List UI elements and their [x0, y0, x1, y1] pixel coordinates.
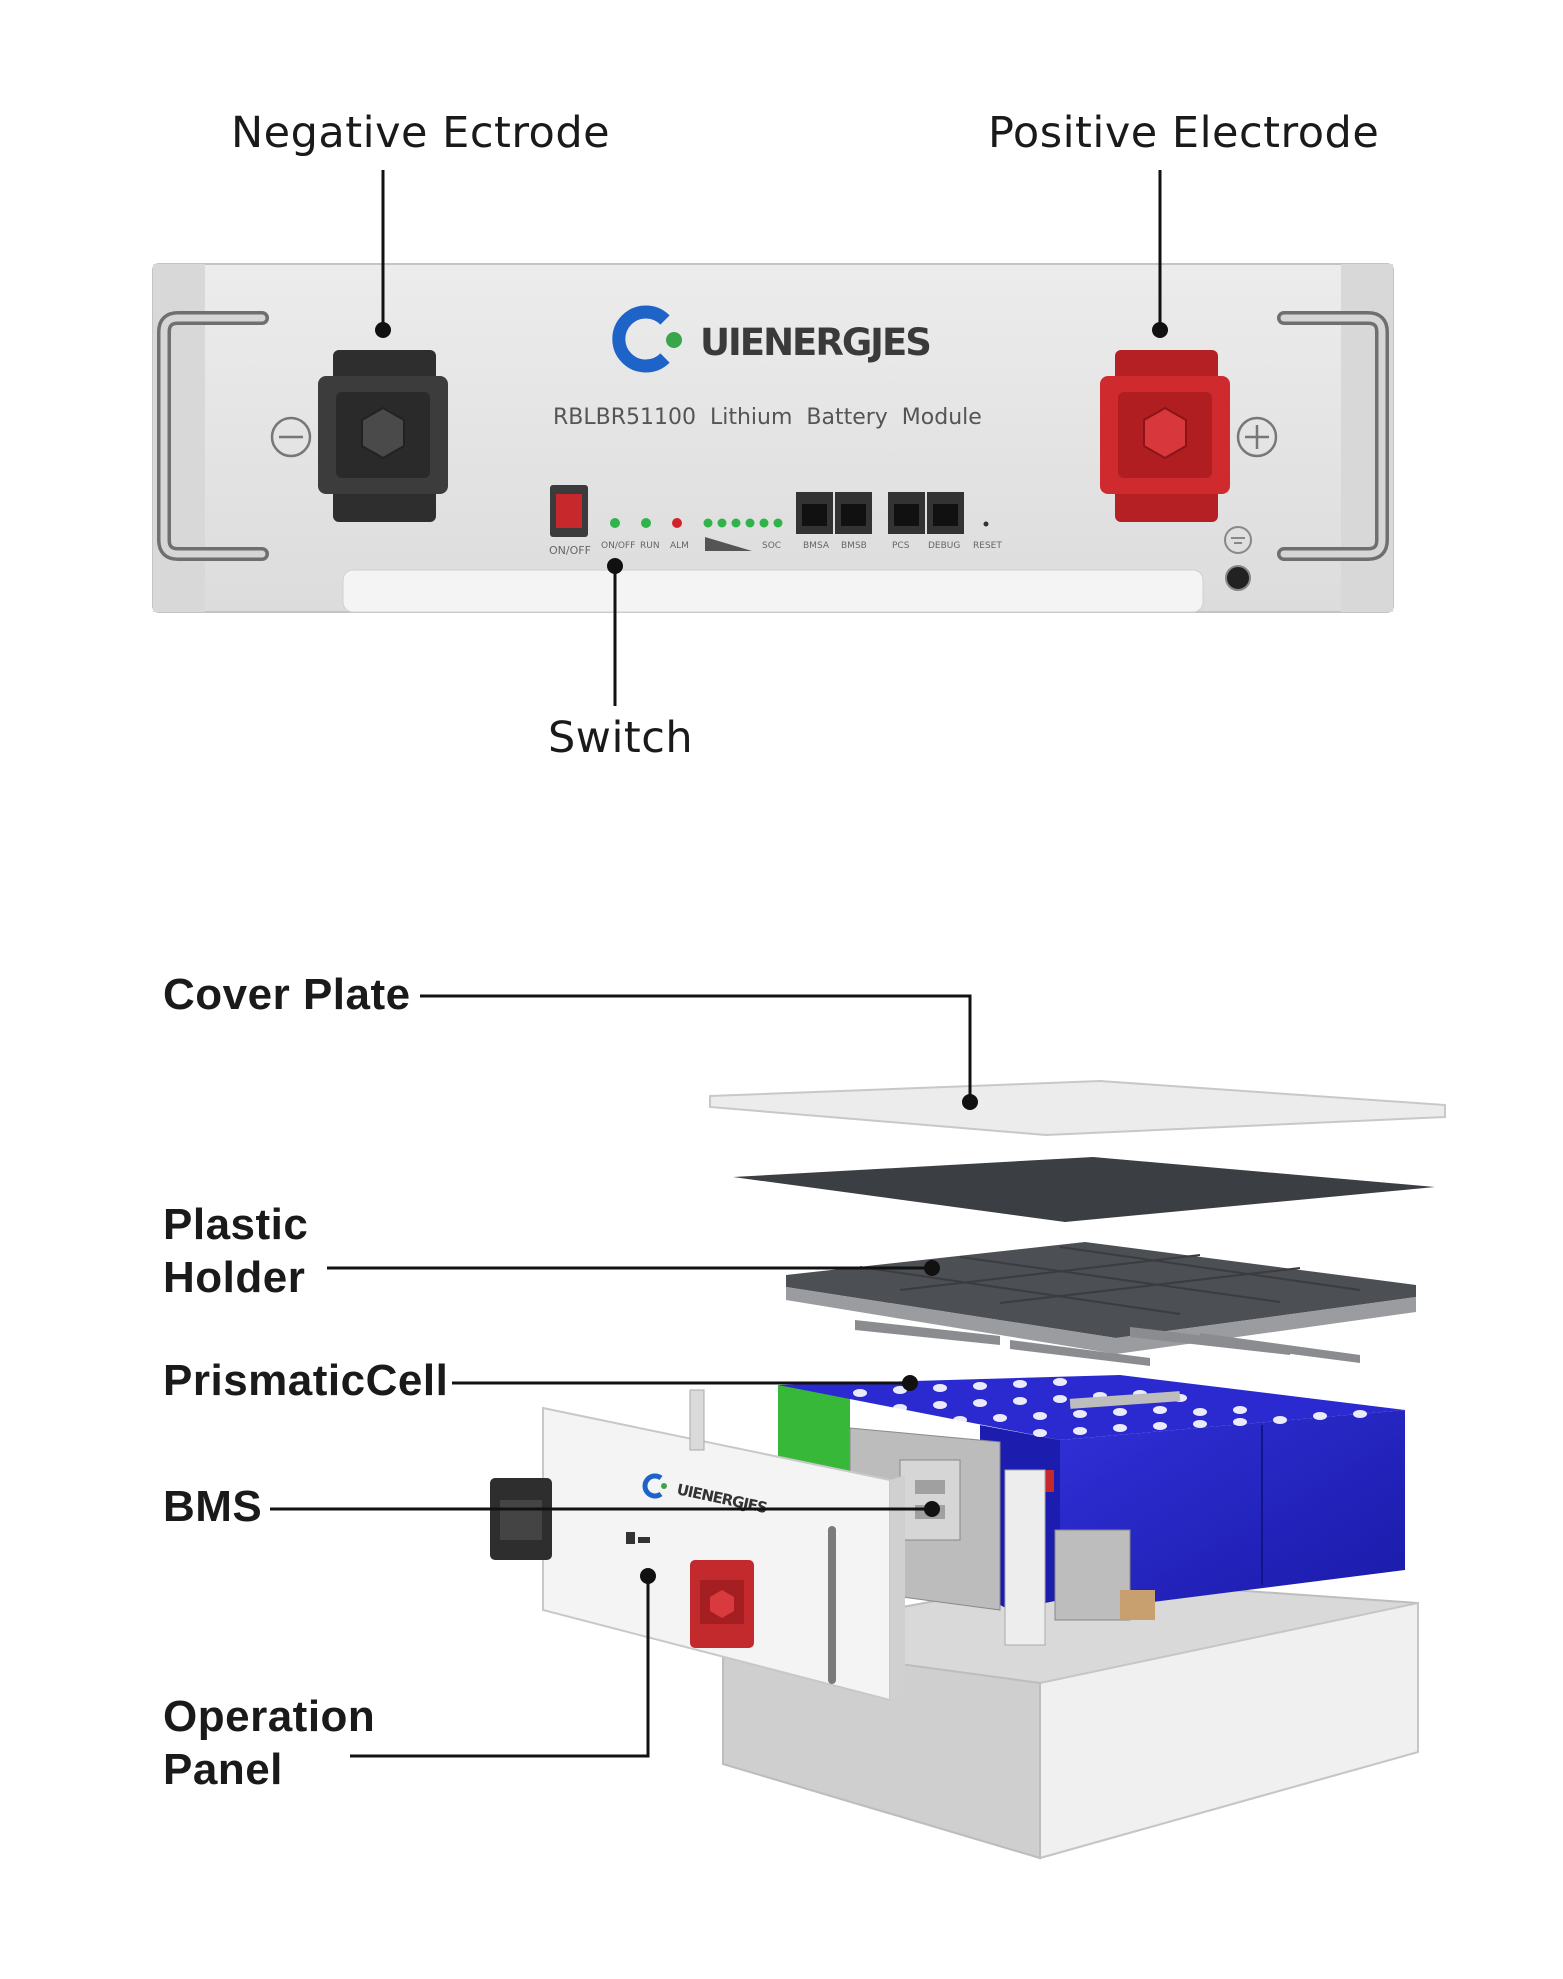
brand-name: UIENERGJES: [700, 321, 930, 364]
exploded-positive-terminal: [690, 1560, 754, 1648]
callout-dot-prismatic-cell: [902, 1375, 918, 1391]
callout-line-cover-plate: [420, 994, 972, 1102]
callout-dot-switch: [607, 558, 623, 574]
port-label-bmsa: BMSA: [803, 541, 830, 551]
plastic-holder: [786, 1242, 1416, 1354]
exploded-negative-terminal: [490, 1478, 552, 1560]
soc-label: SOC: [762, 541, 781, 551]
minus-icon: [270, 416, 312, 458]
insulation-sheet: [733, 1157, 1435, 1222]
switch-caption: ON/OFF: [549, 544, 591, 557]
operation-panel: ON/OFF ON/OFF RUN ALM SOC: [549, 485, 1002, 557]
exploded-bracket: [689, 1389, 705, 1451]
reset-button[interactable]: [983, 521, 989, 527]
label-positive-electrode: Positive Electrode: [988, 108, 1380, 158]
port-pcs[interactable]: [888, 492, 925, 534]
exploded-logo-icon: [642, 1473, 667, 1499]
callout-dot-bms: [924, 1501, 940, 1517]
front-view: UIENERGJES RBLBR51100 Lithium Battery Mo…: [152, 170, 1394, 706]
indicator-label-run: RUN: [640, 541, 660, 551]
soc-led-row: [703, 518, 783, 528]
label-bms: BMS: [163, 1482, 263, 1531]
callout-dot-negative: [375, 322, 391, 338]
soc-ramp-icon: [705, 537, 752, 551]
bottom-lip: [342, 569, 1204, 613]
led-on-off: [610, 518, 620, 528]
ground-jack: [1225, 565, 1251, 591]
callout-dot-positive: [1152, 322, 1168, 338]
port-label-debug: DEBUG: [928, 541, 960, 551]
ground-icon: [1224, 526, 1252, 554]
callout-dot-plastic-holder: [924, 1260, 940, 1276]
led-alm: [672, 518, 682, 528]
port-label-pcs: PCS: [892, 541, 910, 551]
model-line: RBLBR51100 Lithium Battery Module: [553, 405, 982, 430]
label-switch: Switch: [548, 713, 694, 763]
indicator-label-on-off: ON/OFF: [601, 541, 635, 551]
front-plate-exploded: UIENERGJES: [542, 1406, 905, 1702]
label-cover-plate: Cover Plate: [163, 970, 411, 1019]
callout-dot-cover-plate: [962, 1094, 978, 1110]
negative-terminal: [318, 350, 448, 522]
label-negative-electrode: Negative Ectrode: [231, 108, 611, 158]
port-label-bmsb: BMSB: [841, 541, 867, 551]
exploded-view: UIENERGJES: [270, 994, 1446, 1860]
callout-dot-operation-panel: [640, 1568, 656, 1584]
port-bmsa[interactable]: [796, 492, 833, 534]
positive-terminal: [1100, 350, 1230, 522]
handle-left[interactable]: [157, 311, 269, 561]
label-prismatic-cell: PrismaticCell: [163, 1356, 449, 1405]
reset-label: RESET: [973, 541, 1002, 551]
port-bmsb[interactable]: [835, 492, 872, 534]
busbars: [855, 1320, 1360, 1366]
indicator-label-alm: ALM: [670, 541, 689, 551]
label-plastic-holder: Plastic Holder: [163, 1200, 309, 1302]
callout-line-operation-panel: [350, 1576, 650, 1758]
brand-logo-icon: [612, 305, 682, 373]
led-run: [641, 518, 651, 528]
plus-icon: [1236, 416, 1278, 458]
port-debug[interactable]: [927, 492, 964, 534]
cover-plate: [709, 1079, 1446, 1137]
label-operation-panel: Operation Panel: [163, 1692, 376, 1794]
handle-right[interactable]: [1277, 311, 1389, 561]
